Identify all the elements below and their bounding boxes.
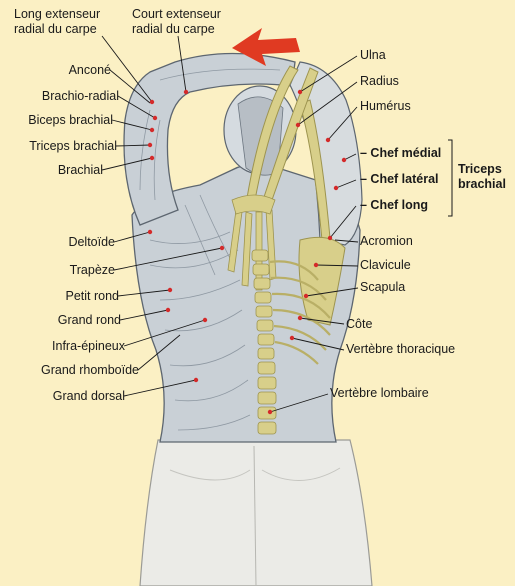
label-biceps: Biceps brachial (28, 113, 113, 128)
label-short-extensor: Court extenseur radial du carpe (132, 7, 238, 37)
label-triceps: Triceps brachial (29, 139, 117, 154)
label-infraspinatus: Infra-épineux (52, 339, 125, 354)
label-acromion: Acromion (360, 234, 413, 249)
label-lumbar-vertebra: Vertèbre lombaire (330, 386, 429, 401)
label-brachioradialis: Brachio-radial (42, 89, 119, 104)
label-triceps-group: Triceps brachial (458, 162, 512, 192)
label-ulna: Ulna (360, 48, 386, 63)
label-teres-major: Grand rond (58, 313, 121, 328)
label-scapula: Scapula (360, 280, 405, 295)
label-brachialis: Brachial (58, 163, 103, 178)
label-rib: Côte (346, 317, 372, 332)
label-deltoid: Deltoïde (68, 235, 115, 250)
label-thoracic-vertebra: Vertèbre thoracique (346, 342, 455, 357)
label-medial-head: – Chef médial (360, 146, 441, 161)
label-teres-minor: Petit rond (65, 289, 119, 304)
label-clavicle: Clavicule (360, 258, 411, 273)
triceps-bracket (448, 140, 452, 216)
label-long-head: – Chef long (360, 198, 428, 213)
label-lateral-head: – Chef latéral (360, 172, 439, 187)
label-rhomboid: Grand rhomboïde (41, 363, 139, 378)
label-latissimus: Grand dorsal (53, 389, 125, 404)
label-radius: Radius (360, 74, 399, 89)
label-anconeus: Anconé (69, 63, 111, 78)
label-trapezius: Trapèze (70, 263, 115, 278)
label-long-extensor: Long extenseur radial du carpe (14, 7, 114, 37)
label-humerus: Humérus (360, 99, 411, 114)
